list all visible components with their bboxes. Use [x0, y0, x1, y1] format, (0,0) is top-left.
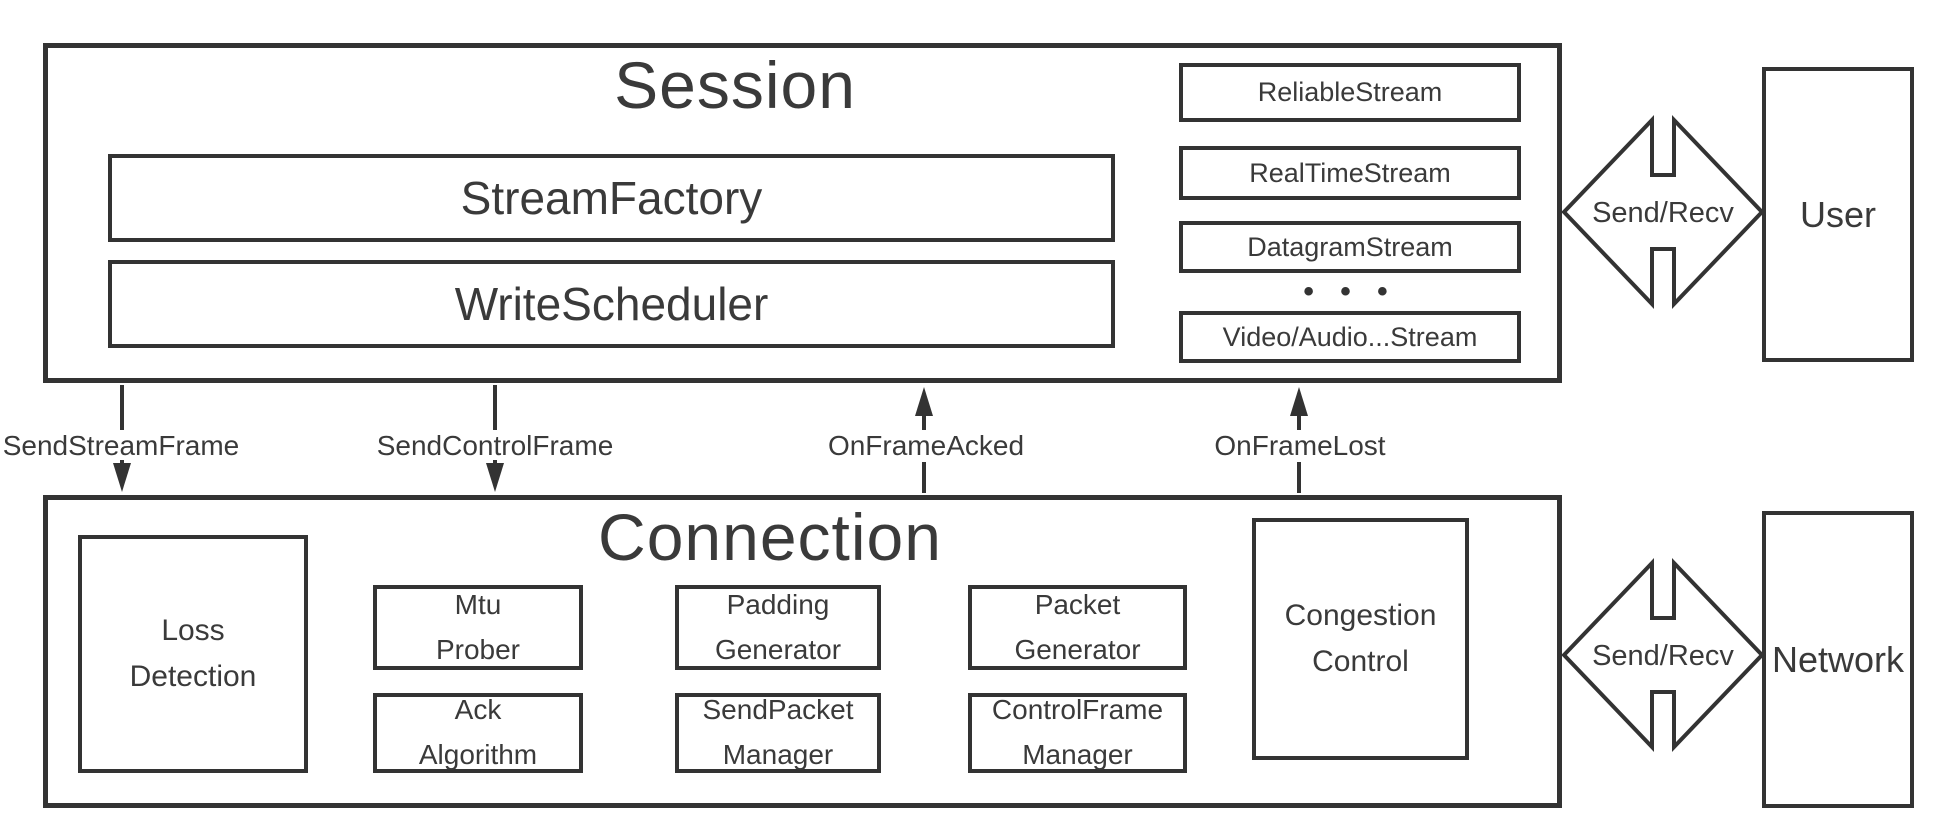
- controlframe-manager-box: ControlFrame Manager: [968, 693, 1187, 773]
- network-box: Network: [1762, 511, 1914, 808]
- send-control-frame-label: SendControlFrame: [376, 430, 614, 461]
- datagram-stream-box: DatagramStream: [1179, 221, 1521, 273]
- arrowhead-down: [486, 463, 504, 492]
- arrowhead-up: [1290, 387, 1308, 416]
- reliable-stream-box: ReliableStream: [1179, 63, 1521, 122]
- session-box: [43, 43, 1562, 383]
- sendpacket-manager-box: SendPacket Manager: [675, 693, 881, 773]
- on-frame-acked-label: OnFrameAcked: [827, 430, 1025, 461]
- mtu-prober-box: Mtu Prober: [373, 585, 583, 670]
- ack-algorithm-box: Ack Algorithm: [373, 693, 583, 773]
- on-frame-lost-label: OnFrameLost: [1214, 430, 1386, 461]
- connection-box: [43, 495, 1562, 808]
- send-recv-label-bottom: Send/Recv: [1592, 640, 1734, 672]
- write-scheduler-box: WriteScheduler: [108, 260, 1115, 348]
- session-title: Session: [614, 48, 856, 122]
- send-control-frame-arrow: [486, 385, 504, 492]
- realtime-stream-box: RealTimeStream: [1179, 146, 1521, 200]
- arrowhead-up: [915, 387, 933, 416]
- streams-ellipsis: • • •: [1303, 275, 1397, 308]
- send-recv-label-top: Send/Recv: [1592, 197, 1734, 229]
- packet-generator-box: Packet Generator: [968, 585, 1187, 670]
- congestion-control-box: Congestion Control: [1252, 518, 1469, 760]
- stream-factory-box: StreamFactory: [108, 154, 1115, 242]
- on-frame-lost-arrow: [1290, 387, 1308, 493]
- user-box: User: [1762, 67, 1914, 362]
- loss-detection-box: Loss Detection: [78, 535, 308, 773]
- padding-generator-box: Padding Generator: [675, 585, 881, 670]
- send-stream-frame-arrow: [113, 385, 131, 492]
- arrowhead-down: [113, 463, 131, 492]
- connection-title: Connection: [598, 500, 942, 574]
- send-stream-frame-label: SendStreamFrame: [2, 430, 240, 461]
- on-frame-acked-arrow: [915, 387, 933, 493]
- video-audio-stream-box: Video/Audio...Stream: [1179, 311, 1521, 363]
